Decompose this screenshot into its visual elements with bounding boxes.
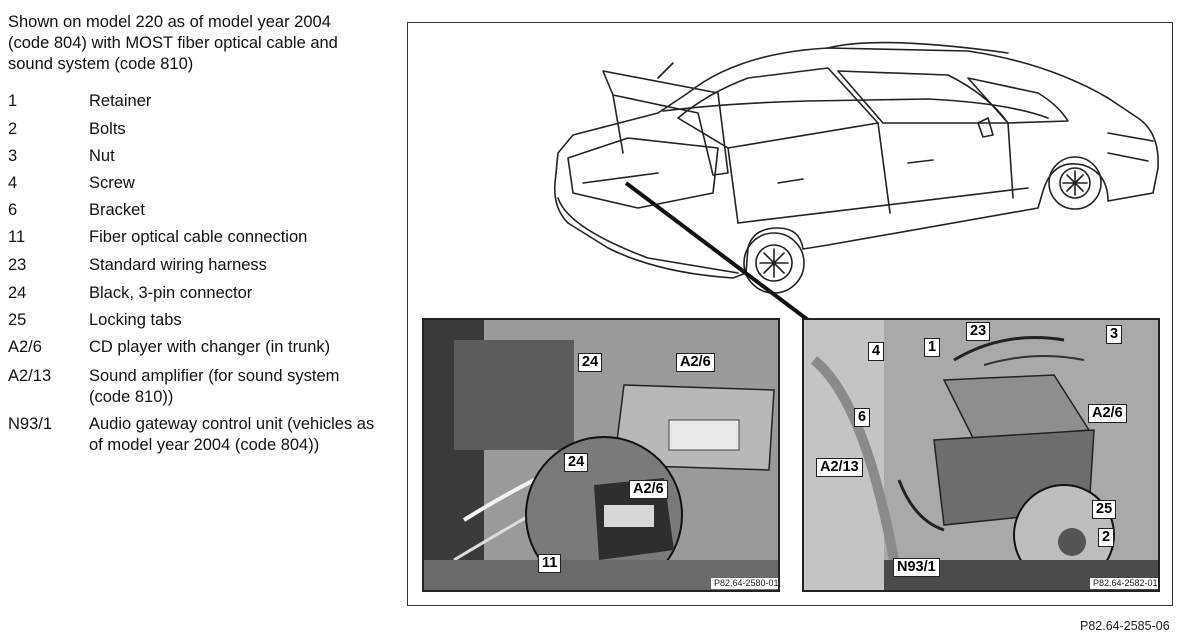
figure-frame: 24 A2/6 24 A2/6 11 P82.64-2580-01 23 3 4… — [407, 22, 1173, 606]
callout-a2-6: A2/6 — [1088, 404, 1127, 423]
left-photo-drawing — [424, 320, 778, 590]
legend-desc: Retainer — [89, 92, 152, 110]
legend-desc: CD player with changer (in trunk) — [89, 338, 331, 356]
legend-item: 3 Nut — [8, 146, 379, 167]
callout-24-detail: 24 — [564, 453, 589, 472]
right-photo-ref: P82.64-2582-01 — [1090, 578, 1158, 589]
callout-a2-6: A2/6 — [676, 353, 715, 372]
figure-caption: Shown on model 220 as of model year 2004… — [8, 13, 338, 73]
legend-item: 1 Retainer — [8, 91, 379, 112]
legend-desc: Bracket — [89, 201, 145, 219]
callout-24: 24 — [578, 353, 603, 372]
legend-desc: Standard wiring harness — [89, 256, 267, 274]
callout-23: 23 — [966, 322, 991, 341]
legend-key: 3 — [8, 147, 18, 165]
callout-n93-1: N93/1 — [893, 558, 940, 577]
legend-desc: Bolts — [89, 120, 126, 138]
legend-key: 2 — [8, 120, 18, 138]
legend-desc: Nut — [89, 147, 115, 165]
legend-item: 6 Bracket — [8, 200, 379, 221]
left-photo-ref: P82.64-2580-01 — [711, 578, 778, 589]
legend-key: 23 — [8, 256, 27, 274]
callout-a2-6-detail: A2/6 — [629, 480, 668, 499]
legend-desc: Locking tabs — [89, 311, 182, 329]
callout-1: 1 — [924, 338, 941, 357]
legend-key: 4 — [8, 174, 18, 192]
callout-2: 2 — [1098, 528, 1115, 547]
callout-3: 3 — [1106, 325, 1123, 344]
legend-key: N93/1 — [8, 415, 53, 433]
legend-item: N93/1 Audio gateway control unit (vehicl… — [8, 414, 379, 456]
right-photo-drawing — [804, 320, 1158, 590]
legend-key: 24 — [8, 284, 27, 302]
callout-4: 4 — [868, 342, 885, 361]
figure-reference: P82.64-2585-06 — [1080, 619, 1170, 633]
legend-item: 11 Fiber optical cable connection — [8, 227, 379, 248]
callout-6: 6 — [854, 408, 871, 427]
right-photo: 23 3 4 1 6 A2/6 A2/13 25 2 N93/1 P82.64-… — [802, 318, 1160, 592]
legend-desc: Fiber optical cable connection — [89, 228, 308, 246]
legend-key: 6 — [8, 201, 18, 219]
legend-key: 11 — [8, 228, 26, 246]
legend-item: A2/13 Sound amplifier (for sound system … — [8, 366, 379, 408]
legend-desc: Screw — [89, 174, 135, 192]
legend-key: A2/6 — [8, 338, 42, 356]
legend-item: A2/6 CD player with changer (in trunk) — [8, 337, 379, 358]
legend-key: A2/13 — [8, 367, 52, 385]
legend-item: 4 Screw — [8, 173, 379, 194]
legend-desc: Audio gateway control unit (vehicles as … — [89, 415, 375, 454]
legend-item: 2 Bolts — [8, 119, 379, 140]
legend-item: 25 Locking tabs — [8, 310, 379, 331]
legend-key: 1 — [8, 92, 18, 110]
legend-item: 23 Standard wiring harness — [8, 255, 379, 276]
callout-a2-13: A2/13 — [816, 458, 863, 477]
callout-11: 11 — [538, 554, 562, 573]
left-photo: 24 A2/6 24 A2/6 11 P82.64-2580-01 — [422, 318, 780, 592]
legend-key: 25 — [8, 311, 27, 329]
legend-item: 24 Black, 3-pin connector — [8, 283, 379, 304]
legend-desc: Sound amplifier (for sound system (code … — [89, 367, 340, 406]
legend-desc: Black, 3-pin connector — [89, 284, 253, 302]
car-illustration — [553, 41, 1159, 322]
callout-25: 25 — [1092, 500, 1117, 519]
